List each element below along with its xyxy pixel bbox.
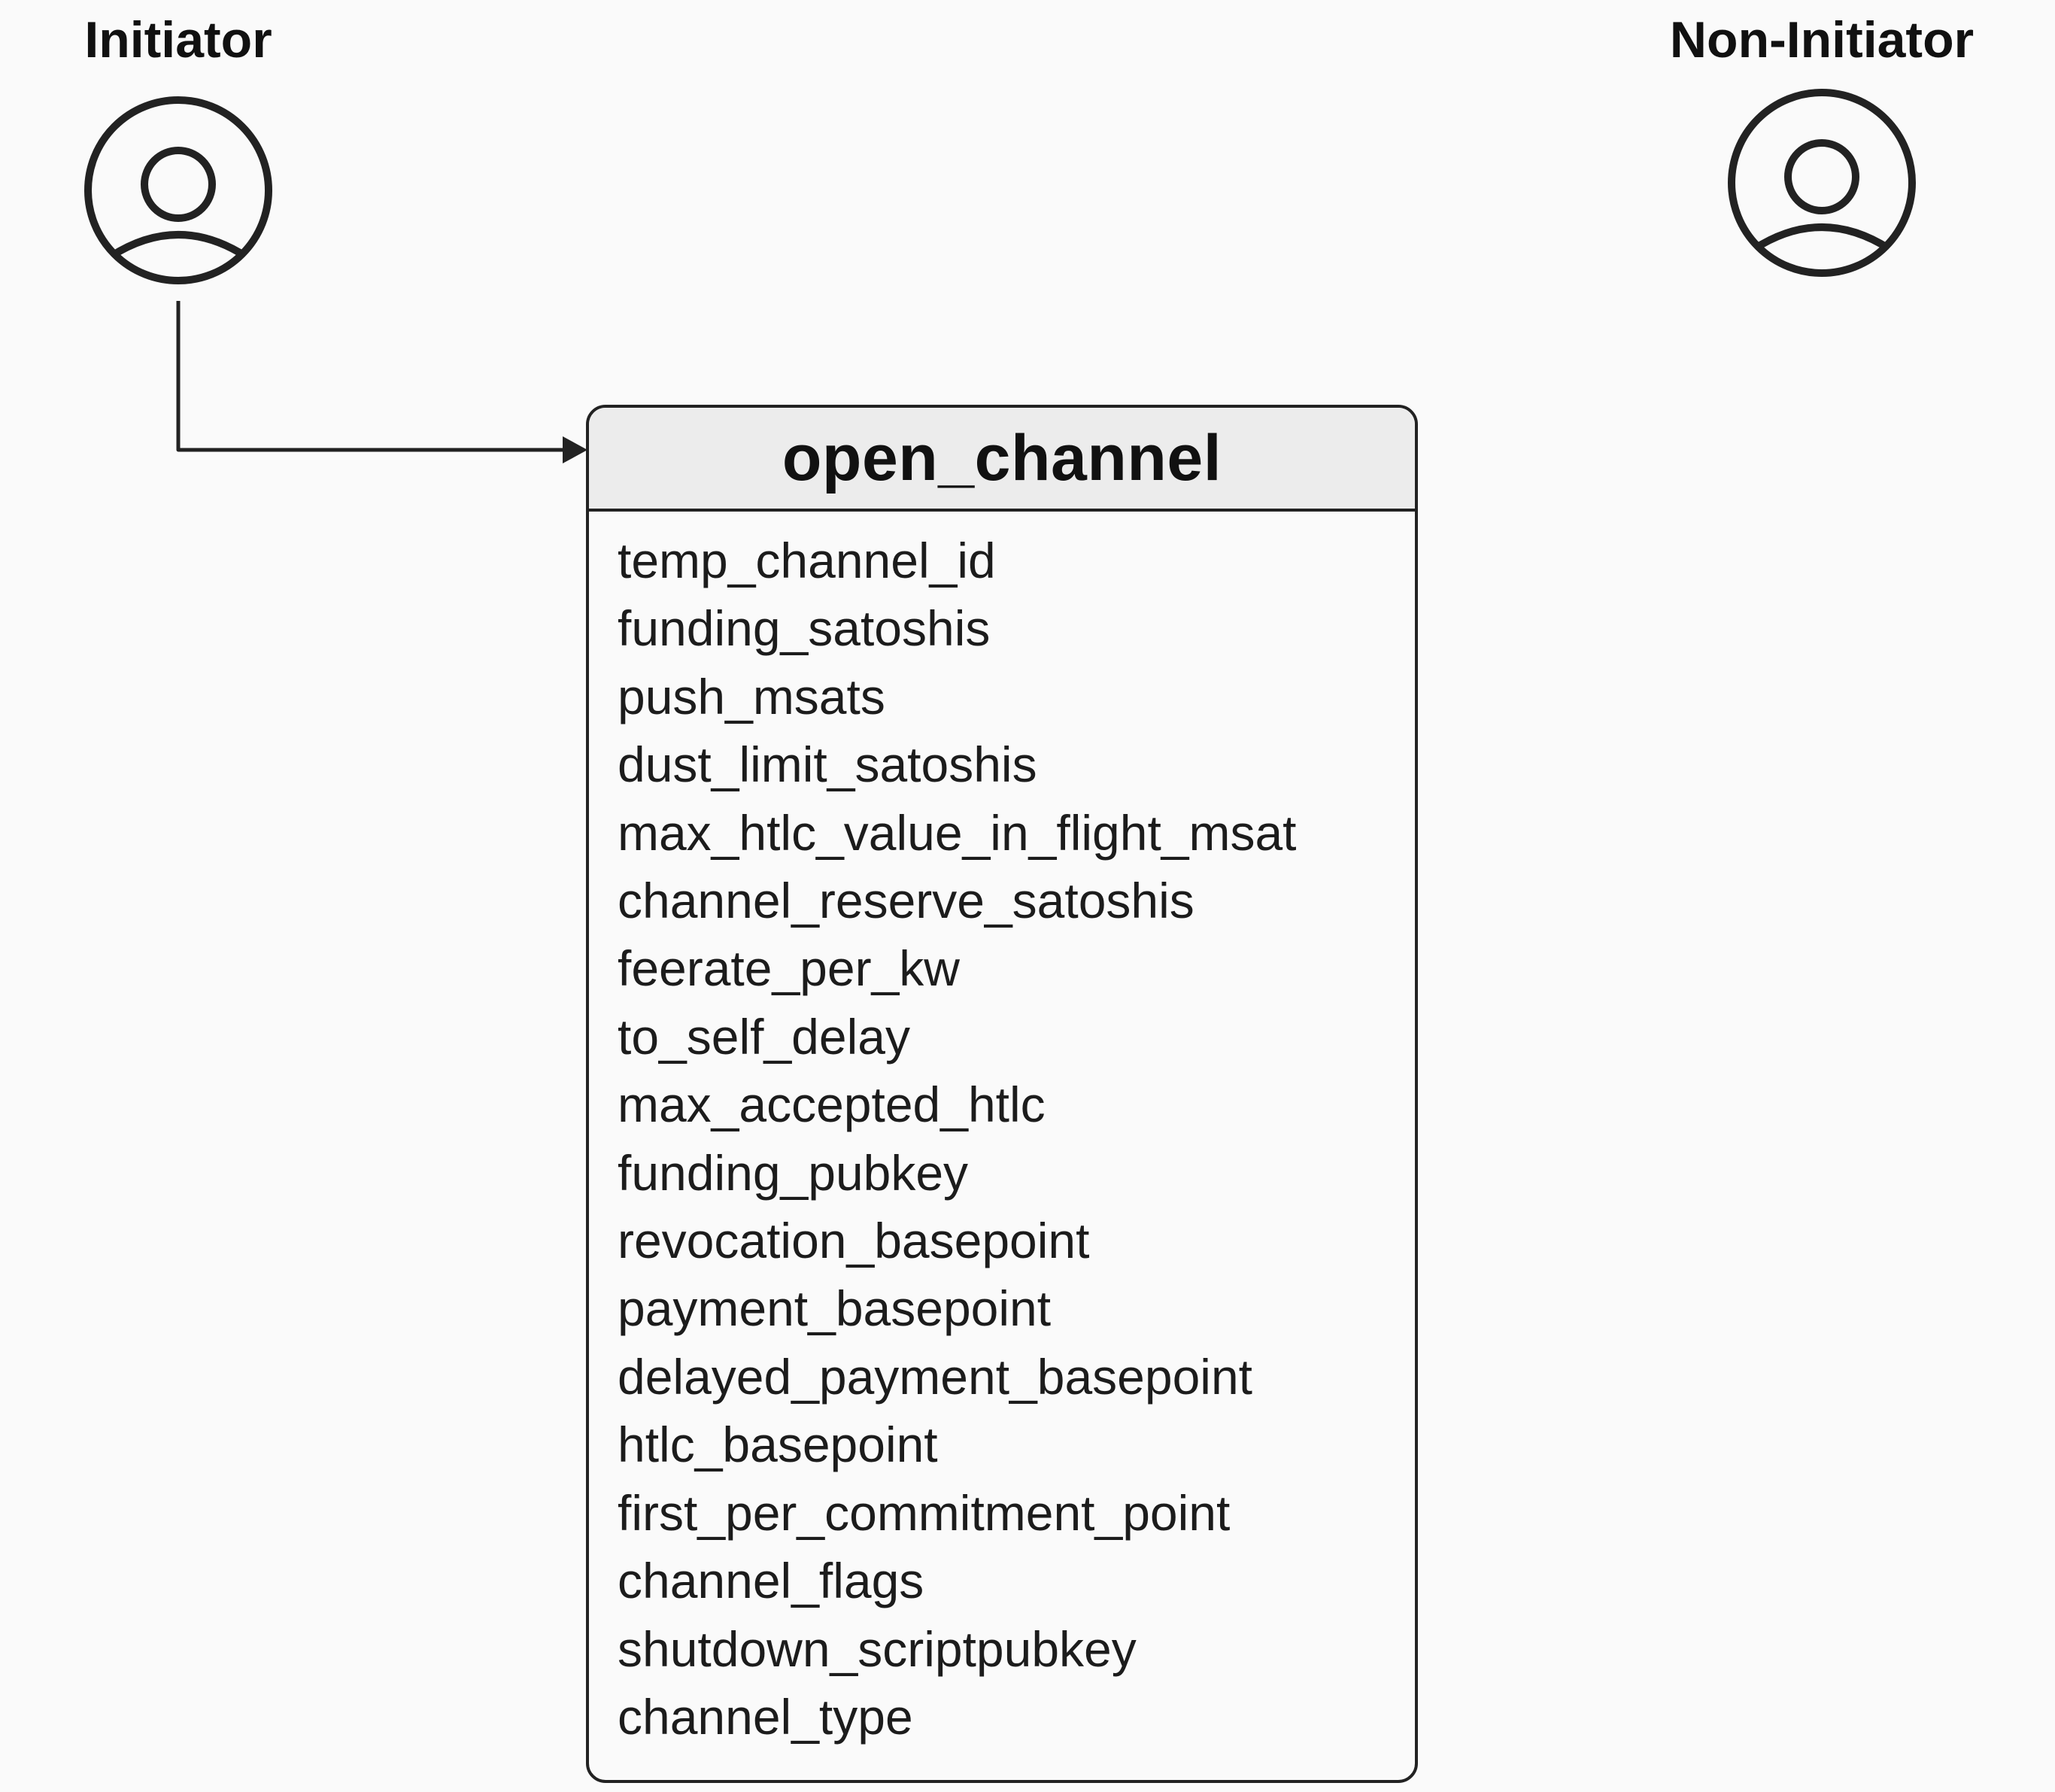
open-channel-message-box: open_channel temp_channel_id funding_sato… (586, 405, 1418, 1783)
non-initiator-label: Non-Initiator (1669, 11, 1975, 68)
field-channel-flags: channel_flags (618, 1553, 924, 1609)
field-htlc-basepoint: htlc_basepoint (618, 1417, 938, 1473)
field-channel-type: channel_type (618, 1688, 913, 1745)
field-payment-basepoint: payment_basepoint (618, 1280, 1052, 1337)
field-max-htlc-value-in-flight-msat: max_htlc_value_in_flight_msat (618, 804, 1297, 861)
message-header: open_channel (589, 408, 1415, 512)
field-funding-satoshis: funding_satoshis (618, 600, 991, 657)
field-feerate-per-kw: feerate_per_kw (618, 940, 960, 997)
non-initiator-user-icon (1728, 89, 1916, 277)
field-revocation-basepoint: revocation_basepoint (618, 1213, 1090, 1269)
field-push-msats: push_msats (618, 668, 885, 724)
field-delayed-payment-basepoint: delayed_payment_basepoint (618, 1348, 1252, 1405)
field-list: temp_channel_id funding_satoshis push_msat… (589, 512, 1415, 1751)
message-title: open_channel (782, 421, 1222, 494)
initiator-user-icon (84, 96, 272, 284)
field-funding-pubkey: funding_pubkey (618, 1144, 969, 1201)
field-first-per-commitment-point: first_per_commitment_point (618, 1484, 1231, 1541)
field-shutdown-scriptpubkey: shutdown_scriptpubkey (618, 1620, 1137, 1677)
initiator-label: Initiator (84, 11, 272, 68)
field-dust-limit-satoshis: dust_limit_satoshis (618, 737, 1037, 793)
arrowhead-icon (563, 436, 587, 463)
field-max-accepted-htlc: max_accepted_htlc (618, 1077, 1046, 1133)
field-to-self-delay: to_self_delay (618, 1008, 910, 1065)
field-channel-reserve-satoshis: channel_reserve_satoshis (618, 873, 1194, 929)
field-temp-channel-id: temp_channel_id (618, 533, 996, 588)
